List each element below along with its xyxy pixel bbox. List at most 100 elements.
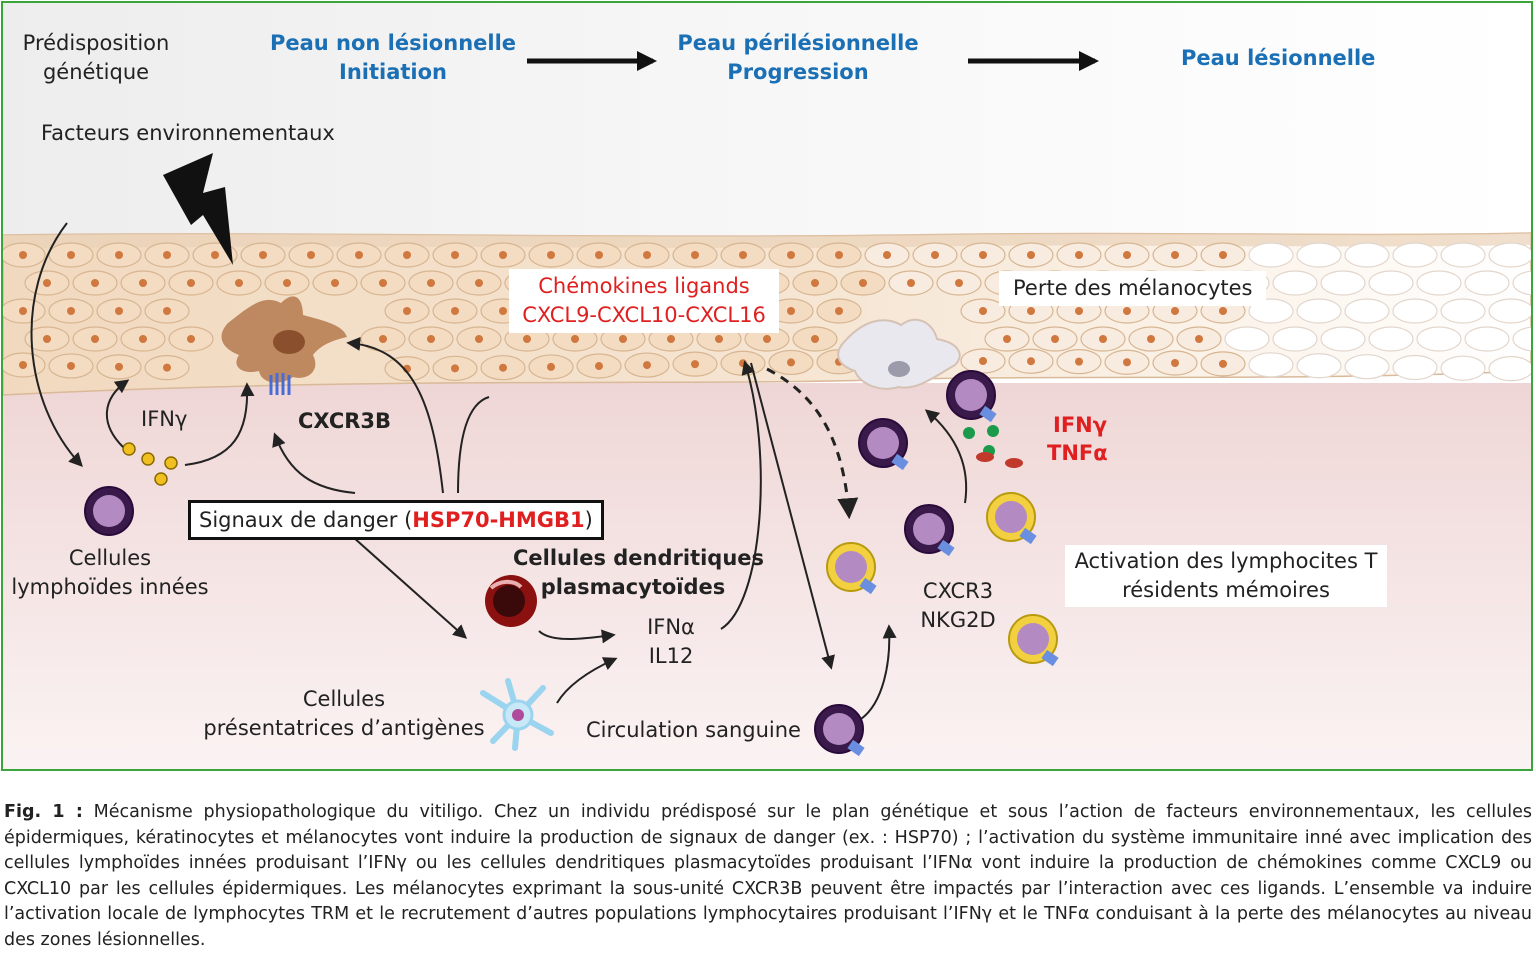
keratinocyte-nucleus [1027, 357, 1035, 366]
keratinocyte-nucleus [427, 279, 435, 287]
env-factors-label: Facteurs environnementaux [41, 121, 335, 145]
keratinocyte [1440, 298, 1486, 324]
keratinocyte-nucleus [1219, 359, 1227, 368]
lymphocyte-nucleus [93, 495, 125, 527]
keratinocyte-nucleus [163, 307, 171, 315]
keratinocyte-nucleus [19, 251, 27, 259]
keratinocyte-nucleus [19, 361, 27, 369]
keratinocyte-nucleus [67, 307, 75, 315]
melanocyte-cell [221, 296, 347, 383]
keratinocyte [1392, 354, 1438, 381]
keratinocyte-nucleus [139, 279, 147, 287]
keratinocyte-nucleus [931, 251, 939, 259]
keratinocyte-nucleus [1171, 307, 1179, 315]
keratinocyte-nucleus [451, 364, 459, 373]
danger-signals-box: Signaux de danger (HSP70-HMGB1) [188, 500, 604, 540]
keratinocyte-nucleus [1051, 335, 1059, 343]
ifng-red-label: IFNγ [1053, 413, 1108, 437]
keratinocyte-nucleus [595, 251, 603, 259]
keratinocyte-nucleus [1123, 251, 1131, 259]
lymphocyte-receptor [1041, 649, 1059, 667]
keratinocyte [1368, 326, 1414, 352]
keratinocyte-nucleus [499, 363, 507, 372]
keratinocyte-nucleus [1219, 307, 1227, 315]
lymphocyte-receptor [847, 739, 865, 757]
keratinocyte-nucleus [403, 307, 411, 315]
keratinocyte-nucleus [499, 307, 507, 315]
melanocyte-loss-label: Perte des mélanocytes [999, 271, 1267, 306]
keratinocyte-nucleus [547, 362, 555, 371]
stratum-corneum [3, 233, 1531, 249]
skin-illustration [3, 3, 1531, 769]
cxcr3b-label: CXCR3B [298, 409, 392, 433]
keratinocyte-nucleus [835, 251, 843, 259]
keratinocyte-nucleus [67, 361, 75, 370]
keratinocyte [1392, 298, 1438, 324]
keratinocyte [1416, 270, 1462, 296]
keratinocyte-nucleus [643, 251, 651, 259]
tnfa-red-label: TNFα [1047, 441, 1108, 465]
keratinocyte-nucleus [763, 335, 771, 343]
keratinocyte [1488, 242, 1531, 268]
keratinocyte-nucleus [475, 279, 483, 287]
keratinocyte-nucleus [1027, 251, 1035, 259]
keratinocyte-nucleus [379, 335, 387, 343]
keratinocyte-nucleus [691, 360, 699, 369]
lymphocyte-nucleus [867, 427, 899, 459]
keratinocyte-nucleus [979, 357, 987, 366]
stage-lesional-label: Peau lésionnelle [1181, 46, 1376, 70]
figure-caption: Fig. 1 : Mécanisme physiopathologique du… [4, 802, 1532, 950]
keratinocyte-nucleus [1075, 357, 1083, 366]
keratinocyte-nucleus [571, 335, 579, 343]
keratinocyte [1272, 326, 1318, 352]
keratinocyte-nucleus [667, 335, 675, 343]
keratinocyte-nucleus [1123, 307, 1131, 315]
keratinocyte-nucleus [691, 251, 699, 259]
keratinocyte-nucleus [1171, 251, 1179, 259]
keratinocyte [1440, 355, 1486, 381]
keratinocyte-nucleus [1099, 335, 1107, 343]
lymphocyte-nucleus [823, 713, 855, 745]
keratinocyte-nucleus [115, 362, 123, 371]
keratinocyte-nucleus [811, 279, 819, 287]
keratinocyte-nucleus [331, 279, 339, 287]
keratinocyte [1320, 326, 1366, 352]
keratinocyte-nucleus [643, 361, 651, 370]
keratinocyte-nucleus [475, 335, 483, 343]
ifng-tnfa-cytokine-dots [963, 425, 1023, 468]
keratinocyte-nucleus [403, 251, 411, 259]
keratinocyte-nucleus [1219, 251, 1227, 259]
keratinocyte [1368, 270, 1414, 296]
keratinocyte-nucleus [139, 335, 147, 343]
keratinocyte-nucleus [379, 279, 387, 287]
ifng-cytokine-dots [122, 442, 178, 486]
keratinocyte-nucleus [979, 307, 987, 315]
keratinocyte-nucleus [595, 362, 603, 371]
keratinocyte-nucleus [955, 279, 963, 287]
lymphocyte-receptor [891, 453, 909, 471]
keratinocyte-nucleus [187, 279, 195, 287]
keratinocyte-nucleus [115, 307, 123, 315]
keratinocyte [1392, 242, 1438, 268]
keratinocyte-nucleus [283, 279, 291, 287]
keratinocyte-nucleus [859, 279, 867, 287]
lymphocyte-nucleus [835, 551, 867, 583]
keratinocyte-nucleus [427, 335, 435, 343]
lymphocyte-nucleus [1017, 623, 1049, 655]
lymphocyte-nucleus [913, 513, 945, 545]
lymphocytes [84, 370, 1059, 757]
keratinocyte [1512, 270, 1531, 296]
apc-dendritic-cell [480, 678, 554, 751]
keratinocyte-nucleus [43, 335, 51, 343]
keratinocyte [1416, 326, 1462, 352]
keratinocyte-nucleus [907, 279, 915, 287]
keratinocyte-nucleus [835, 307, 843, 315]
lymphocyte-nucleus [955, 379, 987, 411]
keratinocyte-nucleus [163, 251, 171, 259]
keratinocyte [1320, 270, 1366, 296]
